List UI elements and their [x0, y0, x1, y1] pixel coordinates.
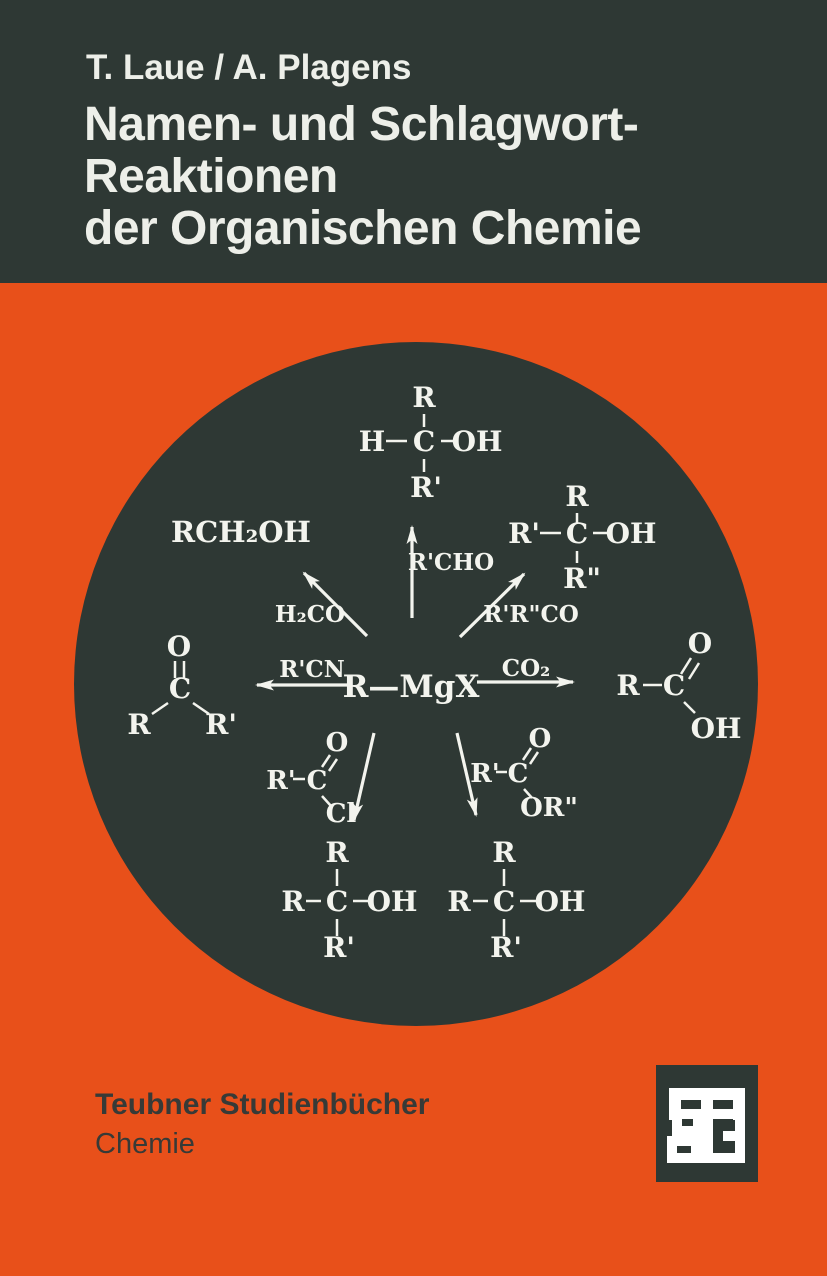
- book-title: Namen- und Schlagwort- Reaktionen der Or…: [84, 98, 642, 255]
- teubner-logo: [656, 1065, 758, 1182]
- series-subject: Chemie: [95, 1128, 195, 1160]
- series-title: Teubner Studienbücher: [95, 1088, 430, 1121]
- title-line-3: der Organischen Chemie: [84, 202, 642, 255]
- authors: T. Laue / A. Plagens: [86, 48, 412, 87]
- teubner-tbg-monogram-icon: [656, 1065, 758, 1182]
- cover-header: T. Laue / A. Plagens Namen- und Schlagwo…: [0, 0, 827, 283]
- title-line-1: Namen- und Schlagwort-: [84, 98, 639, 151]
- reaction-circle: [74, 342, 758, 1026]
- title-line-2: Reaktionen: [84, 150, 338, 203]
